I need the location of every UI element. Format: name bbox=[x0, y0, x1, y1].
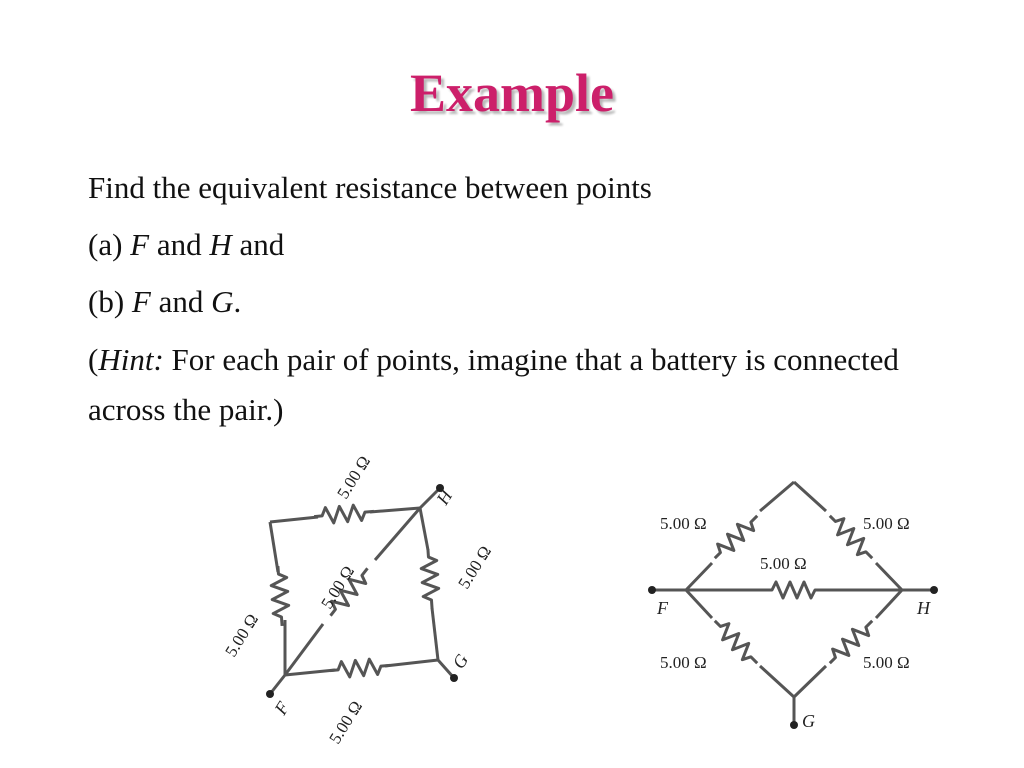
part-a-prefix: (a) bbox=[88, 227, 131, 262]
resistor-label-right: 5.00 Ω bbox=[454, 542, 495, 592]
resistor-right-side bbox=[418, 547, 442, 611]
period-text: . bbox=[233, 284, 242, 319]
hint-paren: ( bbox=[88, 342, 99, 377]
resistor-top-side bbox=[311, 501, 377, 527]
point-g-label: G bbox=[211, 284, 234, 319]
problem-text: Find the equivalent resistance between p… bbox=[88, 168, 948, 452]
resistor-label-bottom: 5.00 Ω bbox=[325, 697, 366, 747]
resistor-label-top: 5.00 Ω bbox=[333, 452, 374, 502]
terminal-h-dot bbox=[436, 484, 444, 492]
and-text: and bbox=[149, 227, 210, 262]
resistor-lower-left bbox=[707, 613, 765, 671]
point-f-label: F bbox=[131, 284, 151, 319]
point-g-label: G bbox=[448, 650, 472, 672]
resistor-label-lower-right: 5.00 Ω bbox=[863, 653, 910, 672]
resistor-label-upper-right: 5.00 Ω bbox=[863, 514, 910, 533]
right-circuit-wires bbox=[652, 480, 934, 725]
resistor-bottom-side bbox=[327, 655, 393, 681]
hint-body: For each pair of points, imagine that a … bbox=[88, 342, 899, 427]
resistor-left-side bbox=[268, 564, 292, 628]
point-f-label: F bbox=[656, 598, 669, 618]
terminal-g-dot bbox=[790, 721, 798, 729]
point-f-label: F bbox=[270, 697, 294, 719]
hint-label: Hint: bbox=[98, 342, 164, 377]
terminal-h-dot bbox=[930, 586, 938, 594]
resistor-middle bbox=[762, 580, 826, 600]
left-circuit-wires bbox=[268, 486, 456, 695]
point-h-label: H bbox=[209, 227, 232, 262]
problem-line-a: (a) F and H and bbox=[88, 225, 948, 265]
slide-title: Example bbox=[409, 63, 614, 123]
problem-line-b: (b) F and G. bbox=[88, 282, 948, 322]
terminal-g-dot bbox=[450, 674, 458, 682]
point-f-label: F bbox=[130, 227, 150, 262]
problem-line-1: Find the equivalent resistance between p… bbox=[88, 170, 652, 205]
part-b-prefix: (b) bbox=[88, 284, 132, 319]
resistor-label-upper-left: 5.00 Ω bbox=[660, 514, 707, 533]
resistor-label-lower-left: 5.00 Ω bbox=[660, 653, 707, 672]
resistor-label-middle: 5.00 Ω bbox=[760, 554, 807, 573]
hint-text: (Hint: For each pair of points, imagine … bbox=[88, 335, 948, 435]
and-text: and bbox=[150, 284, 212, 319]
terminal-f-dot bbox=[648, 586, 656, 594]
resistor-upper-left bbox=[707, 508, 765, 566]
resistor-label-left: 5.00 Ω bbox=[221, 610, 262, 660]
right-circuit: 5.00 Ω 5.00 Ω 5.00 Ω 5.00 Ω 5.00 Ω F H G bbox=[648, 480, 938, 731]
left-circuit: 5.00 Ω 5.00 Ω 5.00 Ω 5.00 Ω 5.00 Ω H F G bbox=[221, 452, 495, 747]
point-h-label: H bbox=[432, 486, 457, 509]
and-text: and bbox=[231, 227, 285, 262]
point-h-label: H bbox=[916, 598, 931, 618]
terminal-f-dot bbox=[266, 690, 274, 698]
point-g-label: G bbox=[802, 711, 815, 731]
